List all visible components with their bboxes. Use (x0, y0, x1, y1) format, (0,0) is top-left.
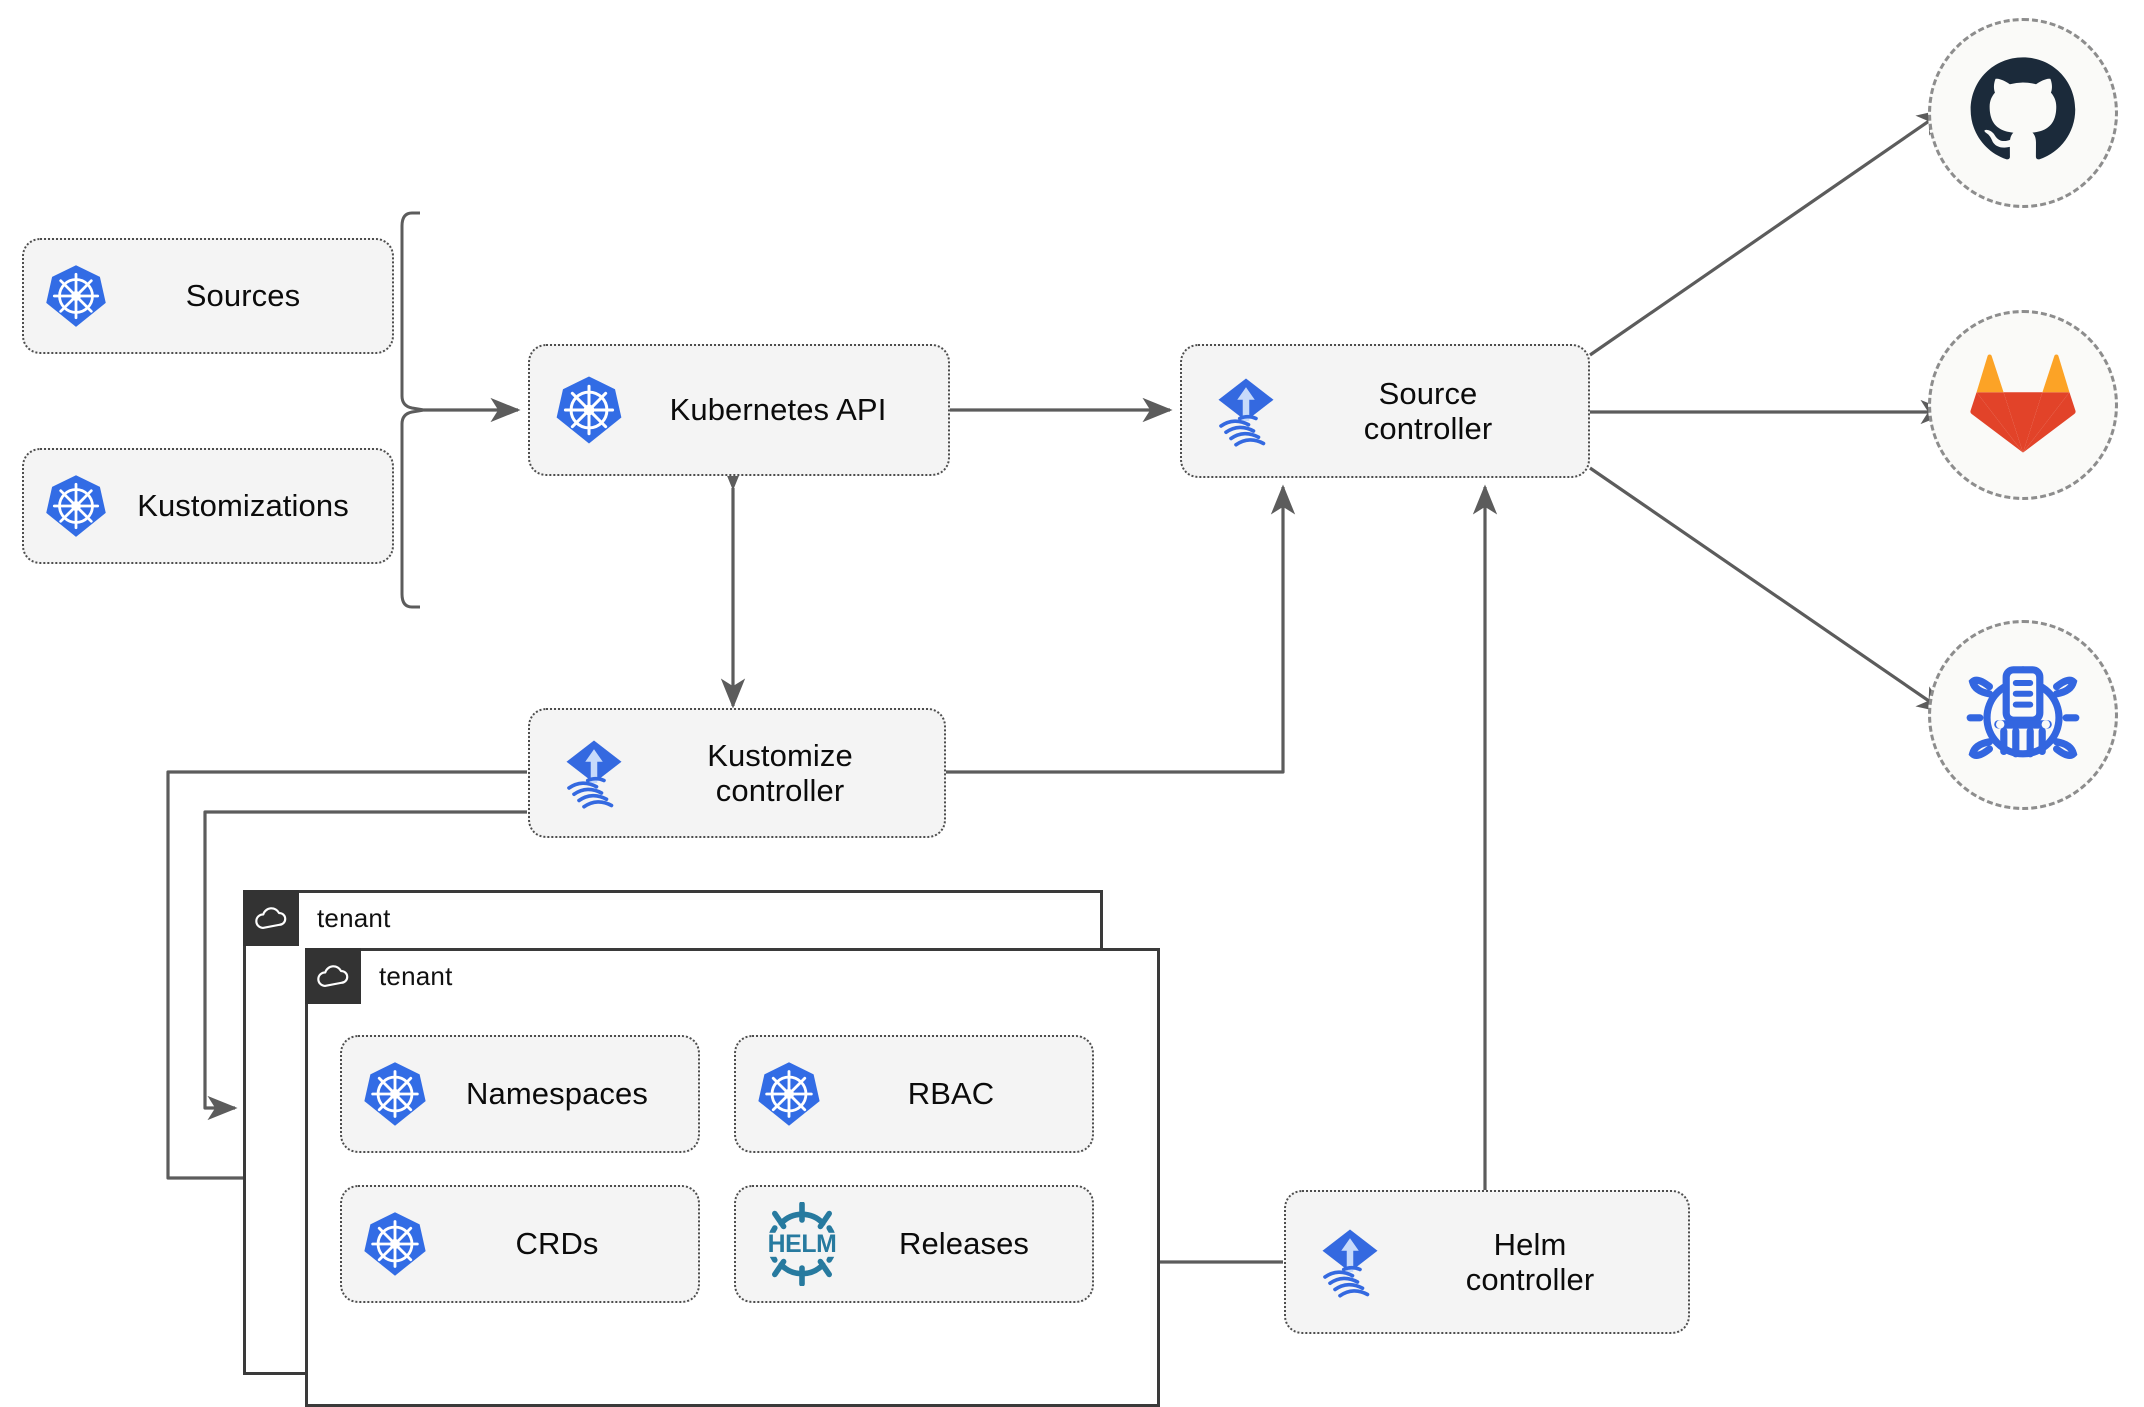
resource-label: Kustomizations (137, 488, 349, 524)
tenant-resource-label: CRDs (515, 1226, 599, 1262)
flux-icon (554, 733, 634, 813)
svg-text:HELM: HELM (768, 1231, 837, 1258)
kubernetes-icon (42, 472, 110, 540)
tenant-resource-label: Releases (898, 1226, 1030, 1262)
github-icon (1967, 55, 2079, 172)
provider-gitlab[interactable] (1928, 310, 2118, 500)
tenant-resource-releases[interactable]: HELM Releases (734, 1185, 1094, 1303)
gitlab-icon (1969, 351, 2077, 460)
provider-github[interactable] (1928, 18, 2118, 208)
tenant-resource-rbac[interactable]: RBAC (734, 1035, 1094, 1153)
resource-card-sources[interactable]: Sources (22, 238, 394, 354)
node-label: Helm controller (1465, 1226, 1595, 1297)
cloud-icon (305, 948, 361, 1004)
kubernetes-icon (552, 373, 626, 447)
kubernetes-icon (42, 262, 110, 330)
cloud-icon (243, 890, 299, 946)
tenant-resource-label: Namespaces (466, 1076, 648, 1112)
kubernetes-icon (754, 1059, 824, 1129)
tenant-header-front: tenant (305, 948, 453, 1004)
node-label: Kubernetes API (669, 392, 887, 428)
node-kustomize-controller[interactable]: Kustomize controller (528, 708, 946, 838)
kubernetes-icon (360, 1059, 430, 1129)
tenant-resource-namespaces[interactable]: Namespaces (340, 1035, 700, 1153)
tenant-resource-label: RBAC (907, 1076, 995, 1112)
node-helm-controller[interactable]: Helm controller (1284, 1190, 1690, 1334)
helm-icon: HELM (754, 1202, 850, 1286)
node-source-controller[interactable]: Source controller (1180, 344, 1590, 478)
tenant-label: tenant (317, 902, 391, 933)
flux-icon (1310, 1222, 1390, 1302)
resource-label: Sources (185, 278, 301, 314)
node-label: Source controller (1363, 375, 1493, 446)
node-label: Kustomize controller (707, 737, 853, 808)
provider-harbor[interactable] (1928, 620, 2118, 810)
tenant-container-front[interactable]: tenant (305, 948, 1160, 1407)
harbor-icon (1963, 653, 2083, 778)
flux-icon (1206, 371, 1286, 451)
kubernetes-icon (360, 1209, 430, 1279)
tenant-header-back: tenant (243, 890, 391, 946)
tenant-label: tenant (379, 960, 453, 991)
node-kubernetes-api[interactable]: Kubernetes API (528, 344, 950, 476)
resource-card-kustomizations[interactable]: Kustomizations (22, 448, 394, 564)
tenant-resource-crds[interactable]: CRDs (340, 1185, 700, 1303)
